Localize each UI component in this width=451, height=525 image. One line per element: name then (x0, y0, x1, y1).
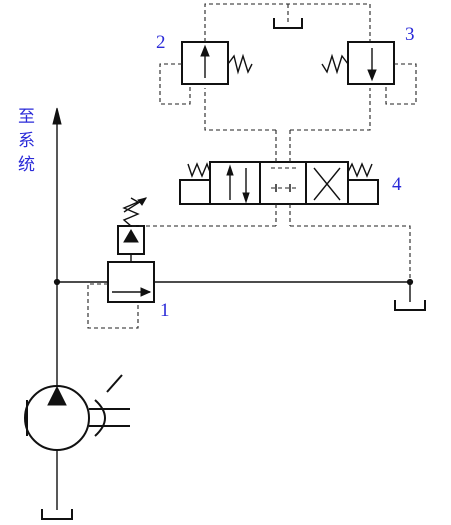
spring-icon (347, 162, 373, 178)
label-to-system-3: 统 (18, 155, 35, 175)
pilot-lines (131, 88, 411, 282)
tank-icon (41, 509, 73, 520)
tank-icon (394, 300, 426, 311)
label-relief-valve-1: 1 (160, 300, 170, 321)
spring-icon (122, 197, 140, 227)
spring-icon (321, 53, 349, 75)
spring-icon (187, 162, 211, 178)
hydraulic-pump-icon (24, 374, 130, 451)
pressure-valve-3 (321, 41, 417, 105)
directional-valve-4 (179, 130, 379, 226)
label-to-system-1: 至 (18, 107, 35, 127)
main-pressure-line (52, 107, 62, 510)
tank-icon (273, 4, 303, 29)
pressure-valve-2 (159, 3, 371, 105)
label-valve-3: 3 (405, 24, 415, 45)
spring-icon (227, 53, 253, 75)
relief-valve-1 (87, 197, 155, 329)
label-valve-2: 2 (156, 32, 166, 53)
label-to-system-2: 系 (18, 131, 35, 151)
label-directional-valve-4: 4 (392, 174, 402, 195)
